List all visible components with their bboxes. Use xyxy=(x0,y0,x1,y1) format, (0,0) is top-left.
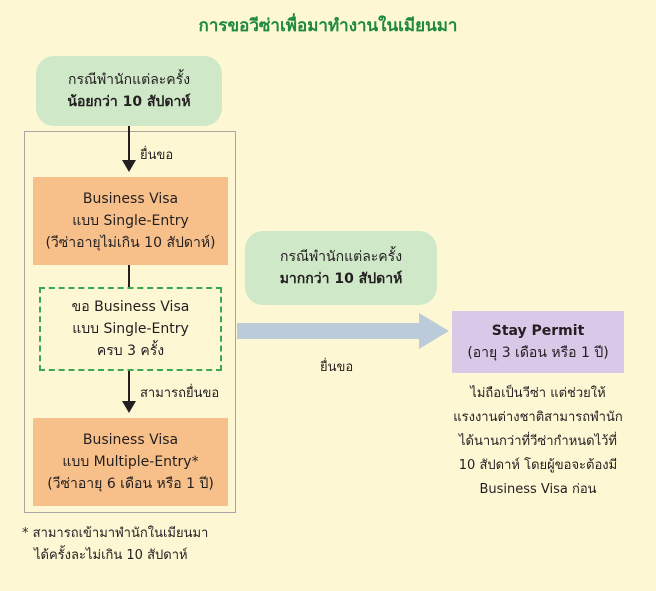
arrow-down-icon xyxy=(122,160,136,172)
single-entry-line1: Business Visa xyxy=(82,191,179,207)
repeat-line2: แบบ Single-Entry xyxy=(72,321,189,337)
repeat-line1: ขอ Business Visa xyxy=(71,299,190,315)
multiple-entry-line2: แบบ Multiple-Entry* xyxy=(62,454,199,470)
multiple-entry-line3: (วีซ่าอายุ 6 เดือน หรือ 1 ปี) xyxy=(47,476,214,492)
visa-flow-frame xyxy=(24,131,236,513)
desc-line3: ได้นานกว่าที่วีซ่ากำหนดไว้ที่ xyxy=(459,434,617,449)
stay-permit-line1: Stay Permit xyxy=(491,323,585,339)
short-stay-condition: กรณีพำนักแต่ละครั้ง น้อยกว่า 10 สัปดาห์ xyxy=(36,56,222,126)
desc-line4: 10 สัปดาห์ โดยผู้ขอจะต้องมี xyxy=(458,458,618,473)
footnote-line1: * สามารถเข้ามาพำนักในเมียนมา xyxy=(22,526,209,541)
desc-line5: Business Visa ก่อน xyxy=(479,482,597,497)
arrow-down-icon xyxy=(122,401,136,413)
desc-line2: แรงงานต่างชาติสามารถพำนัก xyxy=(453,410,623,425)
repeat-single-entry-box: ขอ Business Visa แบบ Single-Entry ครบ 3 … xyxy=(39,287,222,371)
single-entry-visa-box: Business Visa แบบ Single-Entry (วีซ่าอาย… xyxy=(33,177,228,265)
footnote: * สามารถเข้ามาพำนักในเมียนมา ได้ครั้งละไ… xyxy=(22,523,252,567)
desc-line1: ไม่ถือเป็นวีซ่า แต่ช่วยให้ xyxy=(470,386,606,401)
multiple-entry-line1: Business Visa xyxy=(82,432,179,448)
footnote-line2: ได้ครั้งละไม่เกิน 10 สัปดาห์ xyxy=(34,548,188,563)
stay-permit-line2: (อายุ 3 เดือน หรือ 1 ปี) xyxy=(467,345,609,361)
repeat-line3: ครบ 3 ครั้ง xyxy=(96,343,165,359)
stay-permit-box: Stay Permit (อายุ 3 เดือน หรือ 1 ปี) xyxy=(452,311,624,373)
multiple-entry-visa-box: Business Visa แบบ Multiple-Entry* (วีซ่า… xyxy=(33,418,228,506)
single-entry-line3: (วีซ่าอายุไม่เกิน 10 สัปดาห์) xyxy=(45,235,216,251)
apply-label-2: ยื่นขอ xyxy=(320,360,354,375)
can-apply-label: สามารถยื่นขอ xyxy=(140,386,220,401)
long-stay-line2: มากกว่า 10 สัปดาห์ xyxy=(279,271,403,287)
short-stay-line1: กรณีพำนักแต่ละครั้ง xyxy=(67,72,191,88)
connector-line xyxy=(128,126,130,162)
connector-line xyxy=(128,371,130,403)
long-stay-line1: กรณีพำนักแต่ละครั้ง xyxy=(279,249,403,265)
single-entry-line2: แบบ Single-Entry xyxy=(72,213,189,229)
short-stay-line2: น้อยกว่า 10 สัปดาห์ xyxy=(67,94,191,110)
diagram-title: การขอวีซ่าเพื่อมาทำงานในเมียนมา xyxy=(198,16,458,36)
stay-permit-description: ไม่ถือเป็นวีซ่า แต่ช่วยให้ แรงงานต่างชาต… xyxy=(430,382,646,502)
long-stay-condition: กรณีพำนักแต่ละครั้ง มากกว่า 10 สัปดาห์ xyxy=(245,231,437,305)
arrow-right-icon xyxy=(237,313,449,349)
apply-label-1: ยื่นขอ xyxy=(140,148,174,163)
connector-line xyxy=(128,265,130,287)
